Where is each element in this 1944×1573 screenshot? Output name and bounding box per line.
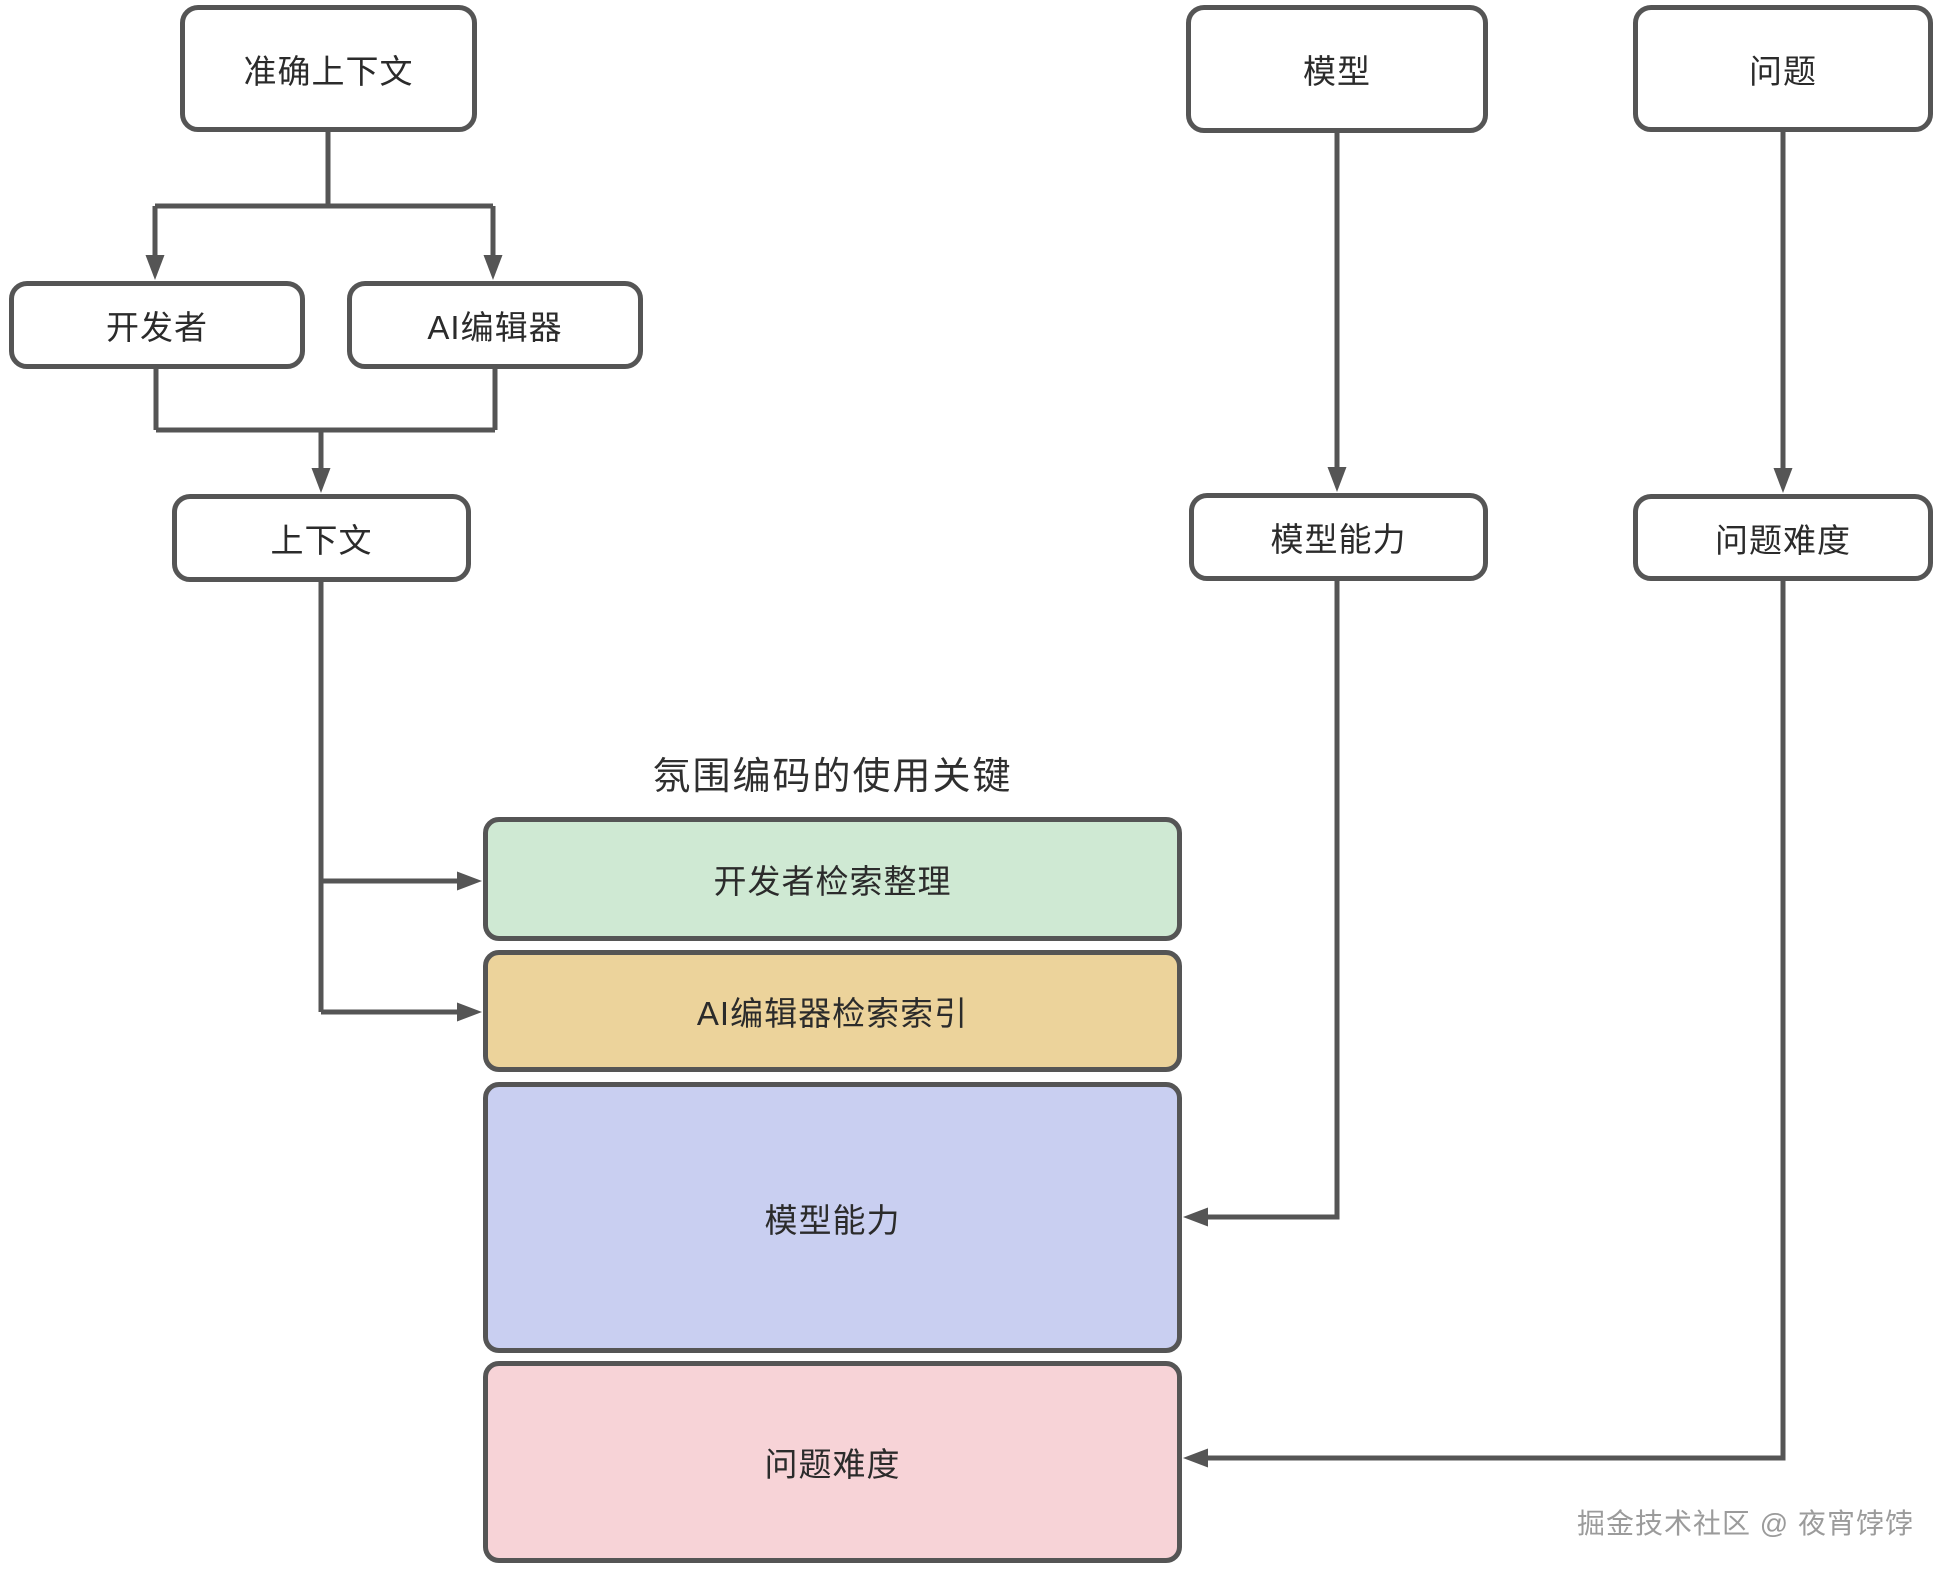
edge-capability-to-layer — [1183, 581, 1340, 1227]
node-model-capability: 模型能力 — [1189, 493, 1488, 581]
node-question-difficulty-label: 问题难度 — [1715, 521, 1851, 559]
layer-question-difficulty: 问题难度 — [483, 1361, 1182, 1563]
node-ai-editor: AI编辑器 — [347, 281, 643, 369]
layer-ai-editor-index: AI编辑器检索索引 — [483, 950, 1182, 1072]
node-accurate-context: 准确上下文 — [180, 5, 477, 132]
node-model: 模型 — [1186, 5, 1488, 133]
node-developer: 开发者 — [9, 281, 305, 369]
node-model-capability-label: 模型能力 — [1270, 521, 1407, 558]
layer-ai-editor-index-label: AI编辑器检索索引 — [696, 995, 969, 1032]
stack-title: 氛围编码的使用关键 — [652, 756, 1013, 798]
layer-question-difficulty-label: 问题难度 — [764, 1446, 901, 1483]
node-question-difficulty: 问题难度 — [1633, 494, 1933, 581]
edge-difficulty-to-layer — [1183, 581, 1786, 1468]
layer-model-capability-label: 模型能力 — [764, 1201, 901, 1239]
node-model-label: 模型 — [1303, 53, 1371, 90]
watermark: 掘金技术社区 @ 夜宵饽饽 — [1577, 1508, 1914, 1539]
layer-developer-retrieval-label: 开发者检索整理 — [713, 863, 952, 900]
node-ai-editor-label: AI编辑器 — [427, 309, 563, 346]
node-question-label: 问题 — [1749, 52, 1817, 90]
node-accurate-context-label: 准确上下文 — [243, 52, 414, 90]
node-developer-label: 开发者 — [106, 309, 208, 346]
layer-developer-retrieval: 开发者检索整理 — [483, 817, 1182, 941]
layer-model-capability: 模型能力 — [483, 1082, 1182, 1353]
node-context: 上下文 — [172, 494, 471, 582]
node-question: 问题 — [1633, 5, 1933, 132]
node-context-label: 上下文 — [270, 522, 373, 559]
